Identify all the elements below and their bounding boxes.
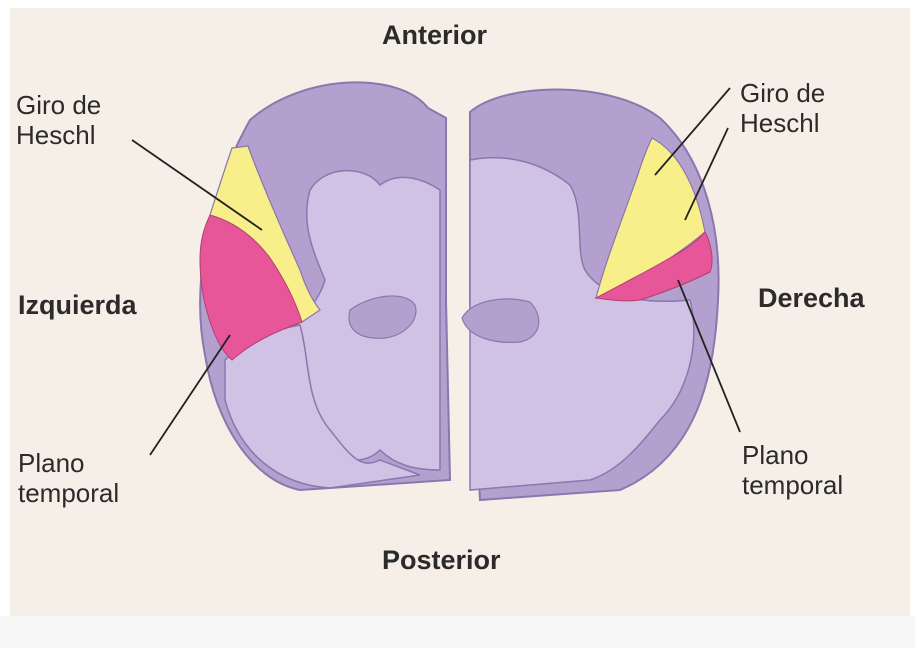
left-heschl-label: Giro de Heschl: [16, 90, 101, 150]
left-hemisphere: [200, 82, 450, 490]
right-side-label: Derecha: [758, 283, 865, 314]
right-planum-label-line2: temporal: [742, 470, 843, 500]
right-planum-label-line1: Plano: [742, 440, 843, 470]
right-heschl-label: Giro de Heschl: [740, 78, 825, 138]
right-planum-label: Plano temporal: [742, 440, 843, 500]
bottom-margin: [0, 616, 915, 648]
left-planum-label-line1: Plano: [18, 448, 119, 478]
right-hemisphere: [462, 89, 719, 500]
left-planum-label-line2: temporal: [18, 478, 119, 508]
right-heschl-label-line2: Heschl: [740, 108, 825, 138]
left-heschl-label-line2: Heschl: [16, 120, 101, 150]
left-heschl-label-line1: Giro de: [16, 90, 101, 120]
anterior-label: Anterior: [382, 20, 487, 51]
right-heschl-label-line1: Giro de: [740, 78, 825, 108]
left-planum-label: Plano temporal: [18, 448, 119, 508]
left-side-label: Izquierda: [18, 290, 137, 321]
posterior-label: Posterior: [382, 545, 501, 576]
